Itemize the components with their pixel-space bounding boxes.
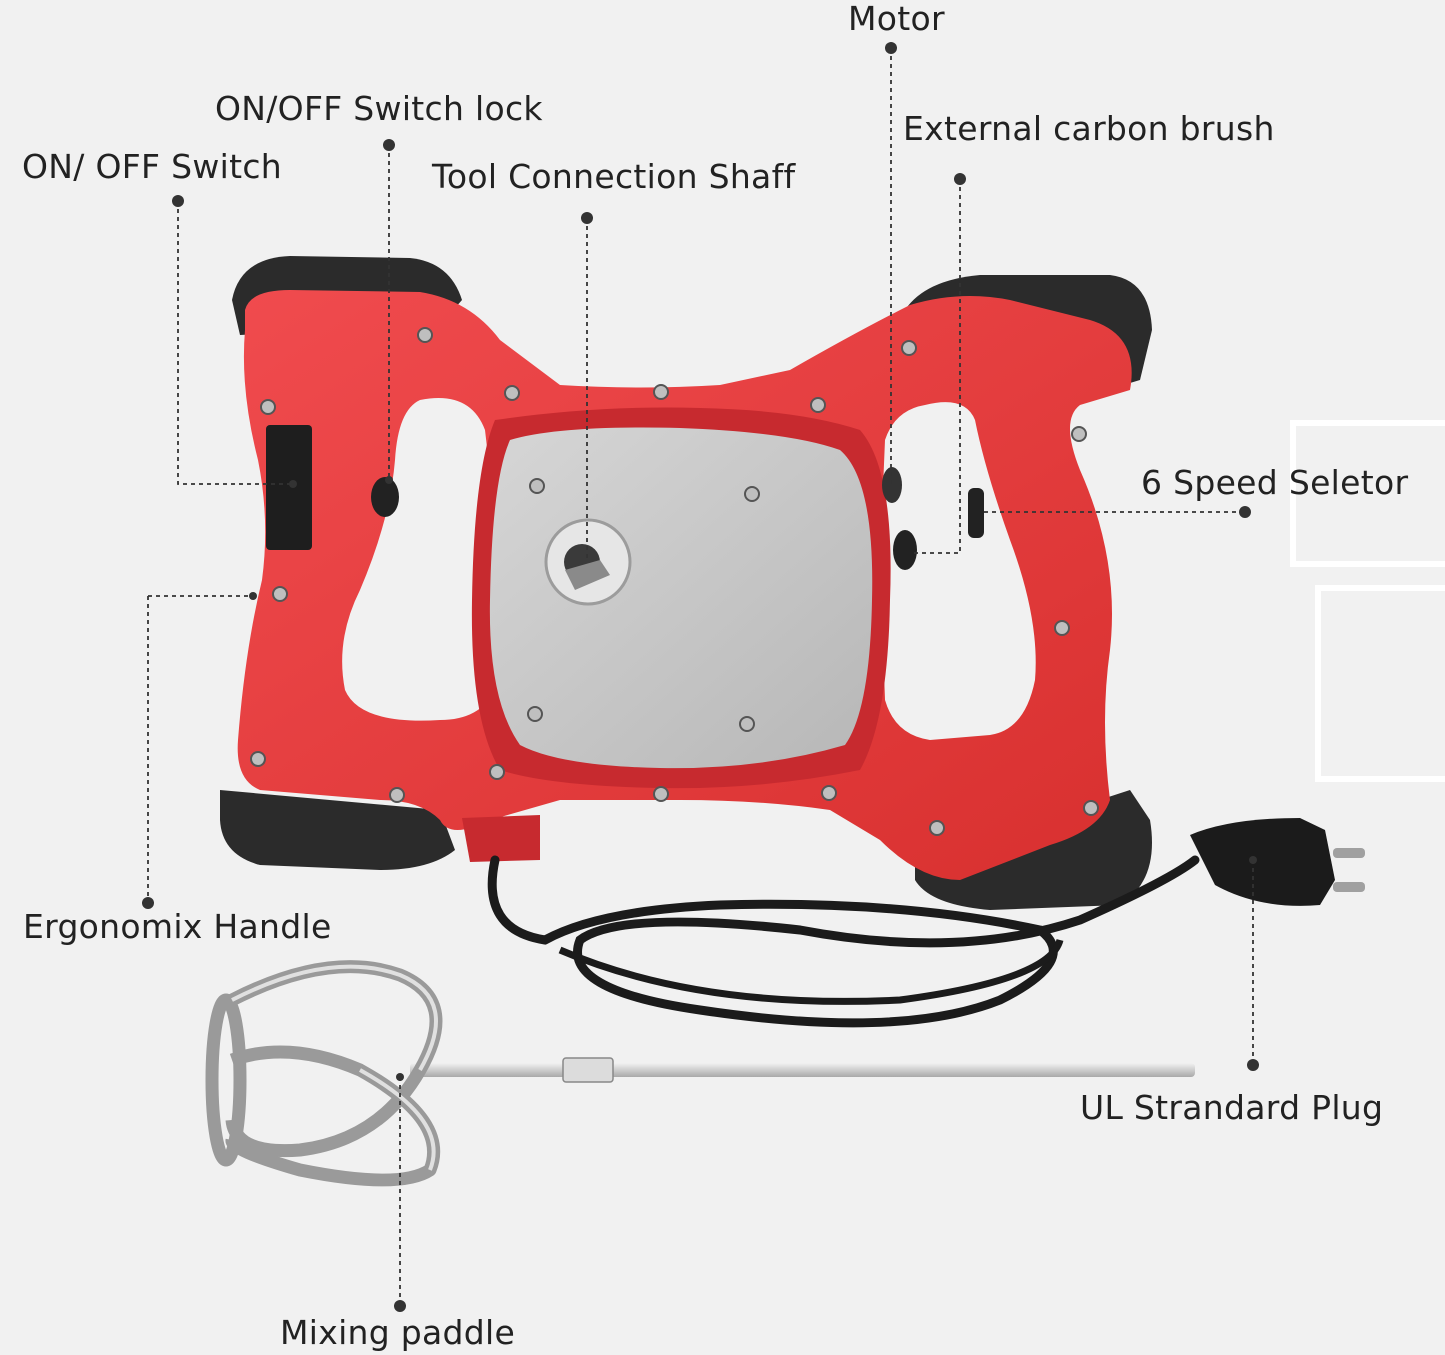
cord-strain-relief <box>462 815 540 862</box>
label-tool-shaft: Tool Connection Shaff <box>432 160 795 193</box>
paddle-blades <box>212 967 436 1180</box>
label-paddle: Mixing paddle <box>280 1316 515 1349</box>
label-handle: Ergonomix Handle <box>23 910 332 943</box>
switch-lock-shape <box>371 477 399 517</box>
label-carbon-brush: External carbon brush <box>903 112 1275 145</box>
motor-cap-shape <box>882 467 902 503</box>
label-switch-lock: ON/OFF Switch lock <box>215 92 543 125</box>
label-motor: Motor <box>848 2 945 35</box>
plug-pin-top <box>1333 848 1365 858</box>
plug-body <box>1190 818 1335 906</box>
on-off-switch-shape <box>266 425 312 550</box>
label-on-off-switch: ON/ OFF Switch <box>22 150 282 183</box>
motor-housing <box>490 428 872 769</box>
label-plug: UL Strandard Plug <box>1080 1091 1383 1124</box>
paddle-coupler <box>563 1058 613 1082</box>
label-speed-selector: 6 Speed Seletor <box>1141 466 1408 499</box>
speed-selector-shape <box>968 488 984 538</box>
paddle-rod <box>410 1063 1195 1077</box>
plug-pin-bottom <box>1333 882 1365 892</box>
carbon-brush-shape <box>893 530 917 570</box>
